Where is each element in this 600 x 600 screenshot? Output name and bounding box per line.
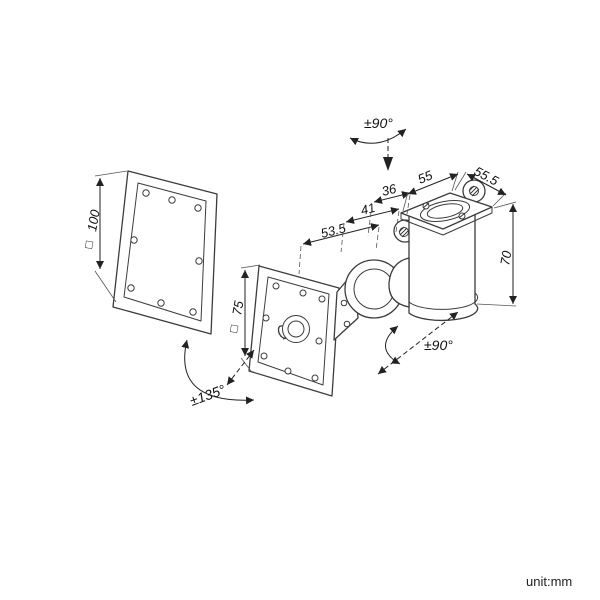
square-dimension-symbol: □ (81, 240, 96, 250)
dimension-100: 100 □ (81, 170, 128, 303)
mounting-hole (130, 236, 138, 244)
extension-line (94, 170, 128, 177)
dim-label-75: 75 (229, 299, 246, 317)
vesa-plate-large (112, 170, 218, 335)
extension-line (375, 226, 380, 251)
dimension-53-5: 53.5 (298, 220, 380, 275)
dimension-line (466, 173, 507, 196)
vesa-plate-small (248, 265, 340, 397)
mounting-hole (142, 189, 150, 197)
rotation-arc (349, 128, 407, 146)
mounting-hole (284, 367, 292, 375)
extension-line (240, 264, 261, 269)
rotation-arc (181, 339, 255, 405)
plate-small-inner-edge (257, 276, 330, 386)
plate-large-inner-edge (123, 182, 207, 322)
mounting-hole (168, 196, 176, 204)
extension-line (476, 303, 517, 307)
dimension-36: 36 (367, 181, 411, 237)
dimension-70: 70 (476, 201, 517, 307)
extension-line (493, 201, 517, 209)
rotation-label-tilt: ±135° (188, 381, 228, 409)
swivel-joint (333, 259, 404, 341)
dimension-55: 55 (402, 167, 459, 212)
screw-hatch (398, 226, 410, 238)
extension-line (492, 192, 507, 207)
hub-inner (287, 320, 305, 338)
dimension-line (407, 173, 459, 195)
mounting-hole (194, 204, 202, 212)
rotation-arc (385, 325, 401, 365)
joint-boss (388, 257, 410, 308)
tilt-axis-line (226, 349, 255, 386)
wall-bracket (388, 179, 493, 322)
flange-thickness (400, 207, 493, 236)
mounting-hole (189, 308, 197, 316)
dimension-line (373, 191, 411, 204)
mounting-hole (272, 282, 280, 290)
dim-label-55: 55 (416, 167, 436, 187)
mounting-hole (318, 295, 326, 303)
bracket-top-bore (426, 203, 464, 219)
square-dimension-symbol: □ (226, 324, 241, 334)
clamp-bolt (340, 299, 348, 307)
mounting-hole (315, 337, 323, 345)
extension-line (298, 245, 302, 275)
rotation-top-swivel: ±90° (349, 115, 407, 171)
mounting-hole (262, 314, 270, 322)
unit-label: unit:mm (526, 574, 572, 589)
mounting-hole (299, 289, 307, 297)
mounting-hole (311, 374, 319, 382)
screw-hatch (422, 202, 430, 209)
dimension-line (302, 223, 380, 246)
mounting-hole (260, 352, 268, 360)
mounting-hole (157, 299, 165, 307)
extension-line (340, 223, 345, 253)
rotation-tilt: ±135° (181, 339, 255, 409)
dim-label-53-5: 53.5 (319, 220, 348, 241)
dimension-line (345, 207, 400, 224)
clamp-bolt (343, 320, 351, 328)
bracket-top-opening (419, 200, 471, 222)
dim-label-36: 36 (380, 181, 398, 199)
extension-line (402, 191, 409, 212)
bracket-seam (408, 292, 479, 310)
mounting-hole (127, 284, 135, 292)
mounting-hole (195, 257, 203, 265)
extension-line (454, 171, 467, 191)
extension-line (94, 270, 117, 303)
rotation-axis-swivel: ±90° (377, 311, 459, 375)
dimension-41: 41 (340, 200, 400, 253)
extension-line (367, 203, 373, 237)
plate-large-outer-edge (112, 170, 218, 335)
dim-label-100: 100 (84, 208, 103, 233)
rotation-label-axis: ±90° (424, 337, 453, 353)
screw-hatch (458, 212, 466, 219)
rotation-label-top: ±90° (364, 115, 393, 131)
down-arrowhead (383, 157, 393, 171)
dim-label-70: 70 (497, 249, 514, 267)
